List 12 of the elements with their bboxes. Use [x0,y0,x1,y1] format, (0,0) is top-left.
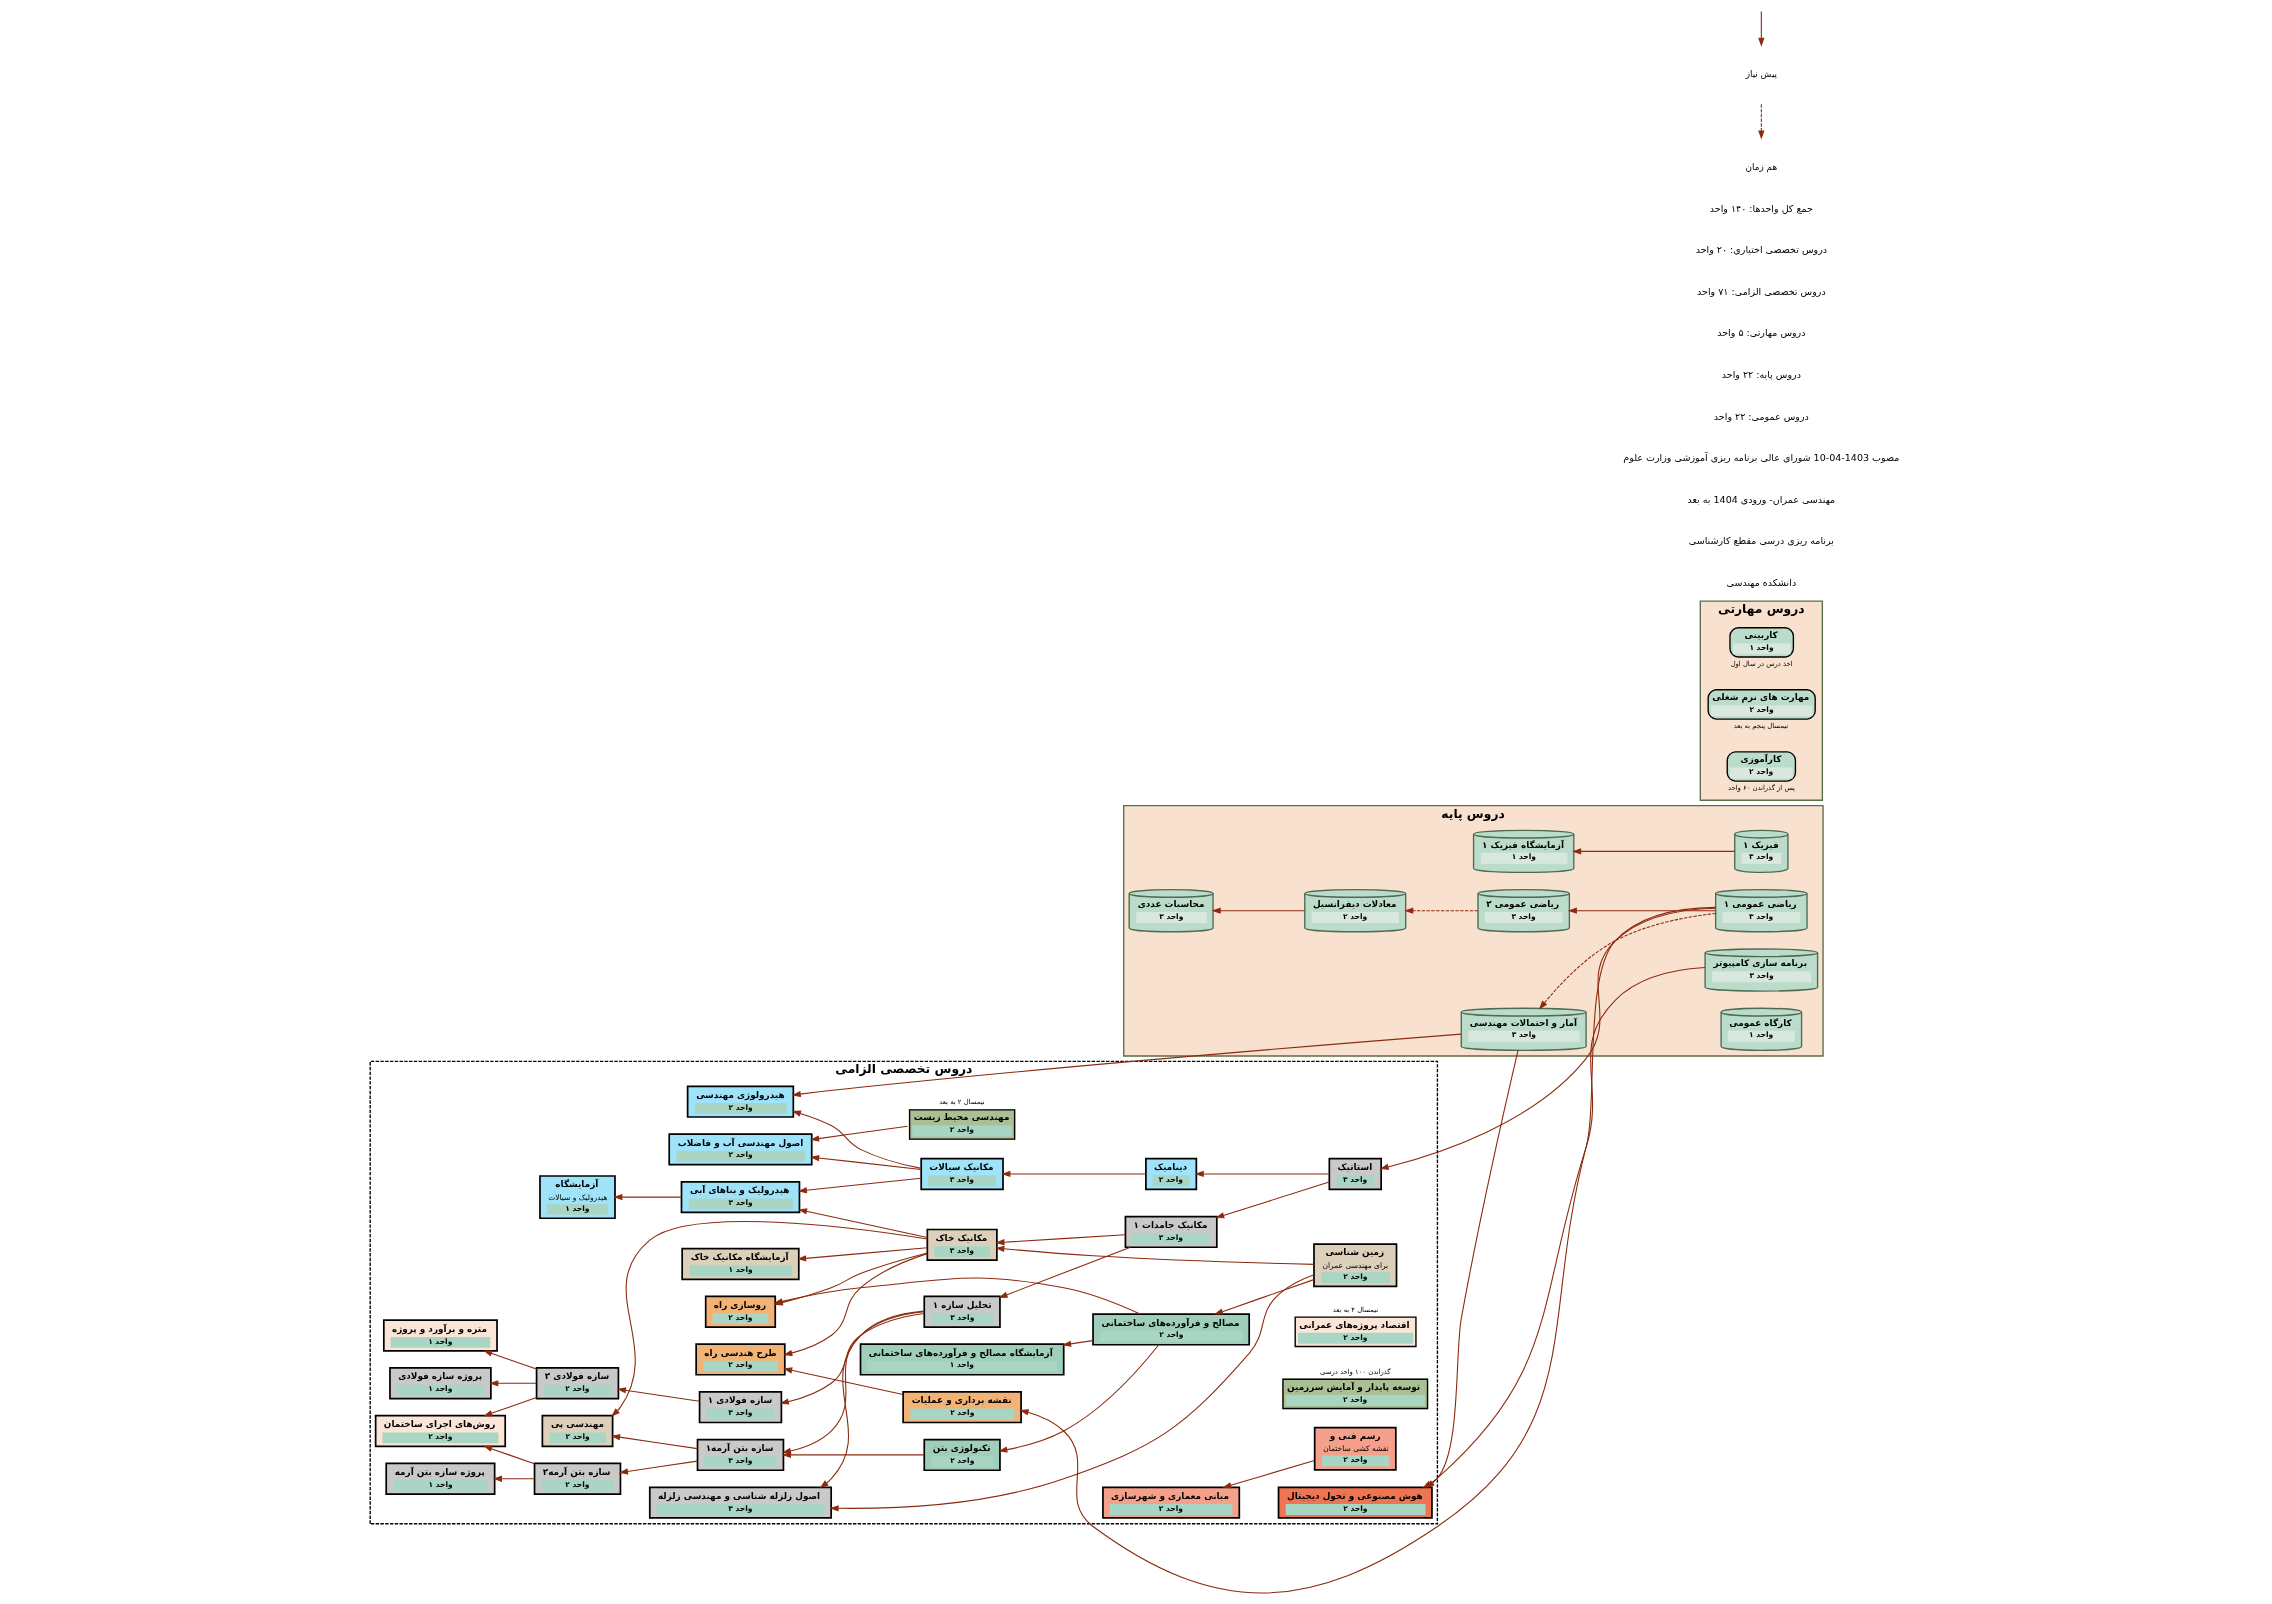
label: دانشکده مهندسی [1726,576,1797,588]
label: دروس عمومی: ۲۲ واحد [1713,410,1809,422]
label: مصوب 1403-04-10 شورای عالی برنامه ریزی آموزشی وزارت علوم [1623,452,1900,464]
label: مهندسی عمران- ورودی 1404 به بعد [1687,493,1836,505]
label: دروس تخصصی الزامی: ۷۱ واحد [1697,285,1826,297]
legend-label: پیش نیاز [1745,68,1778,79]
label: دروس پایه: ۲۲ واحد [1721,368,1801,380]
label: دروس تخصصی اختیاری: ۲۰ واحد [1695,244,1828,256]
legend-label: هم زمان [1745,161,1778,172]
label: جمع کل واحدها: ۱۴۰ واحد [1709,202,1813,214]
label: برنامه ریزی درسی مقطع کارشناسی [1688,535,1834,547]
label: دروس مهارتی: ۵ واحد [1717,327,1806,339]
